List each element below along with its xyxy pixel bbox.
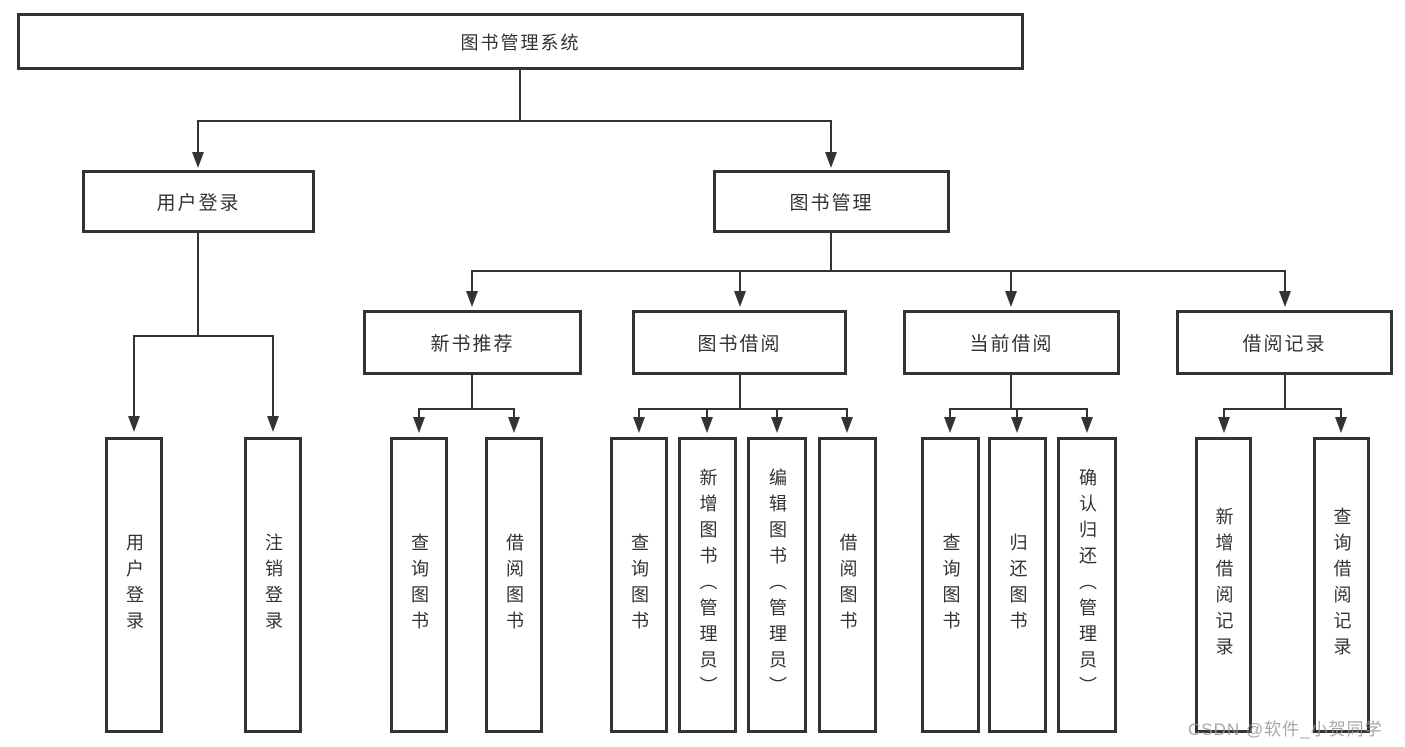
node-library-management-system: 图书管理系统	[17, 13, 1024, 70]
arrow-down-icon	[701, 417, 713, 433]
leaf-query-books-borrowing: 查询图书	[610, 437, 668, 733]
connector-arrow-line	[133, 335, 135, 417]
arrow-down-icon	[128, 416, 140, 432]
arrow-down-icon	[466, 291, 478, 307]
arrow-down-icon	[267, 416, 279, 432]
node-book-borrowing: 图书借阅	[632, 310, 847, 375]
connector-arrow-line	[1284, 270, 1286, 292]
leaf-label: 查询借阅记录	[1331, 507, 1352, 663]
arrow-down-icon	[508, 417, 520, 433]
arrow-down-icon	[1218, 417, 1230, 433]
arrow-down-icon	[413, 417, 425, 433]
node-label: 图书借阅	[697, 334, 782, 355]
connector-arrow-line	[1223, 408, 1225, 418]
leaf-label: 归还图书	[1007, 533, 1028, 637]
node-new-book-recommendation: 新书推荐	[363, 310, 582, 375]
connector-split	[638, 408, 848, 410]
connector-split	[1223, 408, 1342, 410]
leaf-edit-books-admin: 编辑图书（管理员）	[747, 437, 807, 733]
leaf-query-books-current: 查询图书	[921, 437, 980, 733]
arrow-down-icon	[1011, 417, 1023, 433]
arrow-down-icon	[944, 417, 956, 433]
leaf-label: 确认归还（管理员）	[1077, 468, 1097, 702]
connector-root-split	[198, 120, 832, 122]
connector-drop	[1010, 375, 1012, 408]
connector-arrow-line	[739, 270, 741, 292]
connector-arrow-line	[830, 120, 832, 154]
connector-arrow-line	[638, 408, 640, 418]
leaf-label: 注销登录	[263, 533, 283, 637]
connector-arrow-line	[513, 408, 515, 418]
arrow-down-icon	[771, 417, 783, 433]
arrow-down-icon	[734, 291, 746, 307]
node-label: 图书管理系统	[460, 32, 581, 53]
leaf-label: 用户登录	[124, 533, 144, 637]
arrow-down-icon	[1005, 291, 1017, 307]
leaf-label: 新增借阅记录	[1213, 507, 1234, 663]
leaf-label: 编辑图书（管理员）	[767, 468, 787, 702]
connector-arrow-line	[846, 408, 848, 418]
connector-arrow-line	[197, 120, 199, 154]
arrow-down-icon	[841, 417, 853, 433]
connector-book-management-drop	[830, 233, 832, 270]
connector-drop	[739, 375, 741, 408]
leaf-add-borrow-record: 新增借阅记录	[1195, 437, 1252, 733]
connector-arrow-line	[471, 270, 473, 292]
node-label: 当前借阅	[969, 334, 1054, 355]
arrow-down-icon	[825, 152, 837, 168]
connector-root-drop	[519, 70, 521, 120]
leaf-borrow-books-borrowing: 借阅图书	[818, 437, 877, 733]
leaf-label: 新增图书（管理员）	[697, 468, 718, 702]
arrow-down-icon	[1335, 417, 1347, 433]
node-current-borrowing: 当前借阅	[903, 310, 1120, 375]
connector-drop	[471, 375, 473, 408]
connector-book-management-split	[472, 270, 1286, 272]
leaf-label: 借阅图书	[504, 533, 524, 637]
arrow-down-icon	[1279, 291, 1291, 307]
connector-arrow-line	[706, 408, 708, 418]
leaf-query-borrow-record: 查询借阅记录	[1313, 437, 1370, 733]
leaf-query-books-recommendation: 查询图书	[390, 437, 448, 733]
csdn-watermark: CSDN @软件_小贺同学	[1188, 720, 1383, 739]
leaf-user-login: 用户登录	[105, 437, 163, 733]
leaf-return-books: 归还图书	[988, 437, 1047, 733]
node-label: 图书管理	[789, 193, 874, 214]
node-borrowing-records: 借阅记录	[1176, 310, 1393, 375]
connector-arrow-line	[418, 408, 420, 418]
connector-arrow-line	[1086, 408, 1088, 418]
node-label: 借阅记录	[1242, 334, 1327, 355]
connector-split	[949, 408, 1087, 410]
leaf-label: 查询图书	[409, 533, 429, 637]
connector-arrow-line	[1340, 408, 1342, 418]
connector-split	[418, 408, 515, 410]
connector-arrow-line	[949, 408, 951, 418]
connector-arrow-line	[1010, 270, 1012, 292]
arrow-down-icon	[633, 417, 645, 433]
connector-arrow-line	[1016, 408, 1018, 418]
arrow-down-icon	[1081, 417, 1093, 433]
connector-drop	[1284, 375, 1286, 408]
leaf-label: 借阅图书	[837, 533, 858, 637]
node-label: 用户登录	[156, 193, 241, 214]
leaf-confirm-return-admin: 确认归还（管理员）	[1057, 437, 1117, 733]
connector-user-login-split	[134, 335, 274, 337]
leaf-logout: 注销登录	[244, 437, 302, 733]
leaf-label: 查询图书	[940, 533, 961, 637]
leaf-add-books-admin: 新增图书（管理员）	[678, 437, 737, 733]
node-book-management: 图书管理	[713, 170, 950, 233]
node-label: 新书推荐	[430, 334, 515, 355]
connector-arrow-line	[776, 408, 778, 418]
leaf-borrow-books-recommendation: 借阅图书	[485, 437, 543, 733]
leaf-label: 查询图书	[629, 533, 649, 637]
connector-arrow-line	[272, 335, 274, 417]
connector-user-login-drop	[197, 233, 199, 335]
node-user-login: 用户登录	[82, 170, 315, 233]
arrow-down-icon	[192, 152, 204, 168]
